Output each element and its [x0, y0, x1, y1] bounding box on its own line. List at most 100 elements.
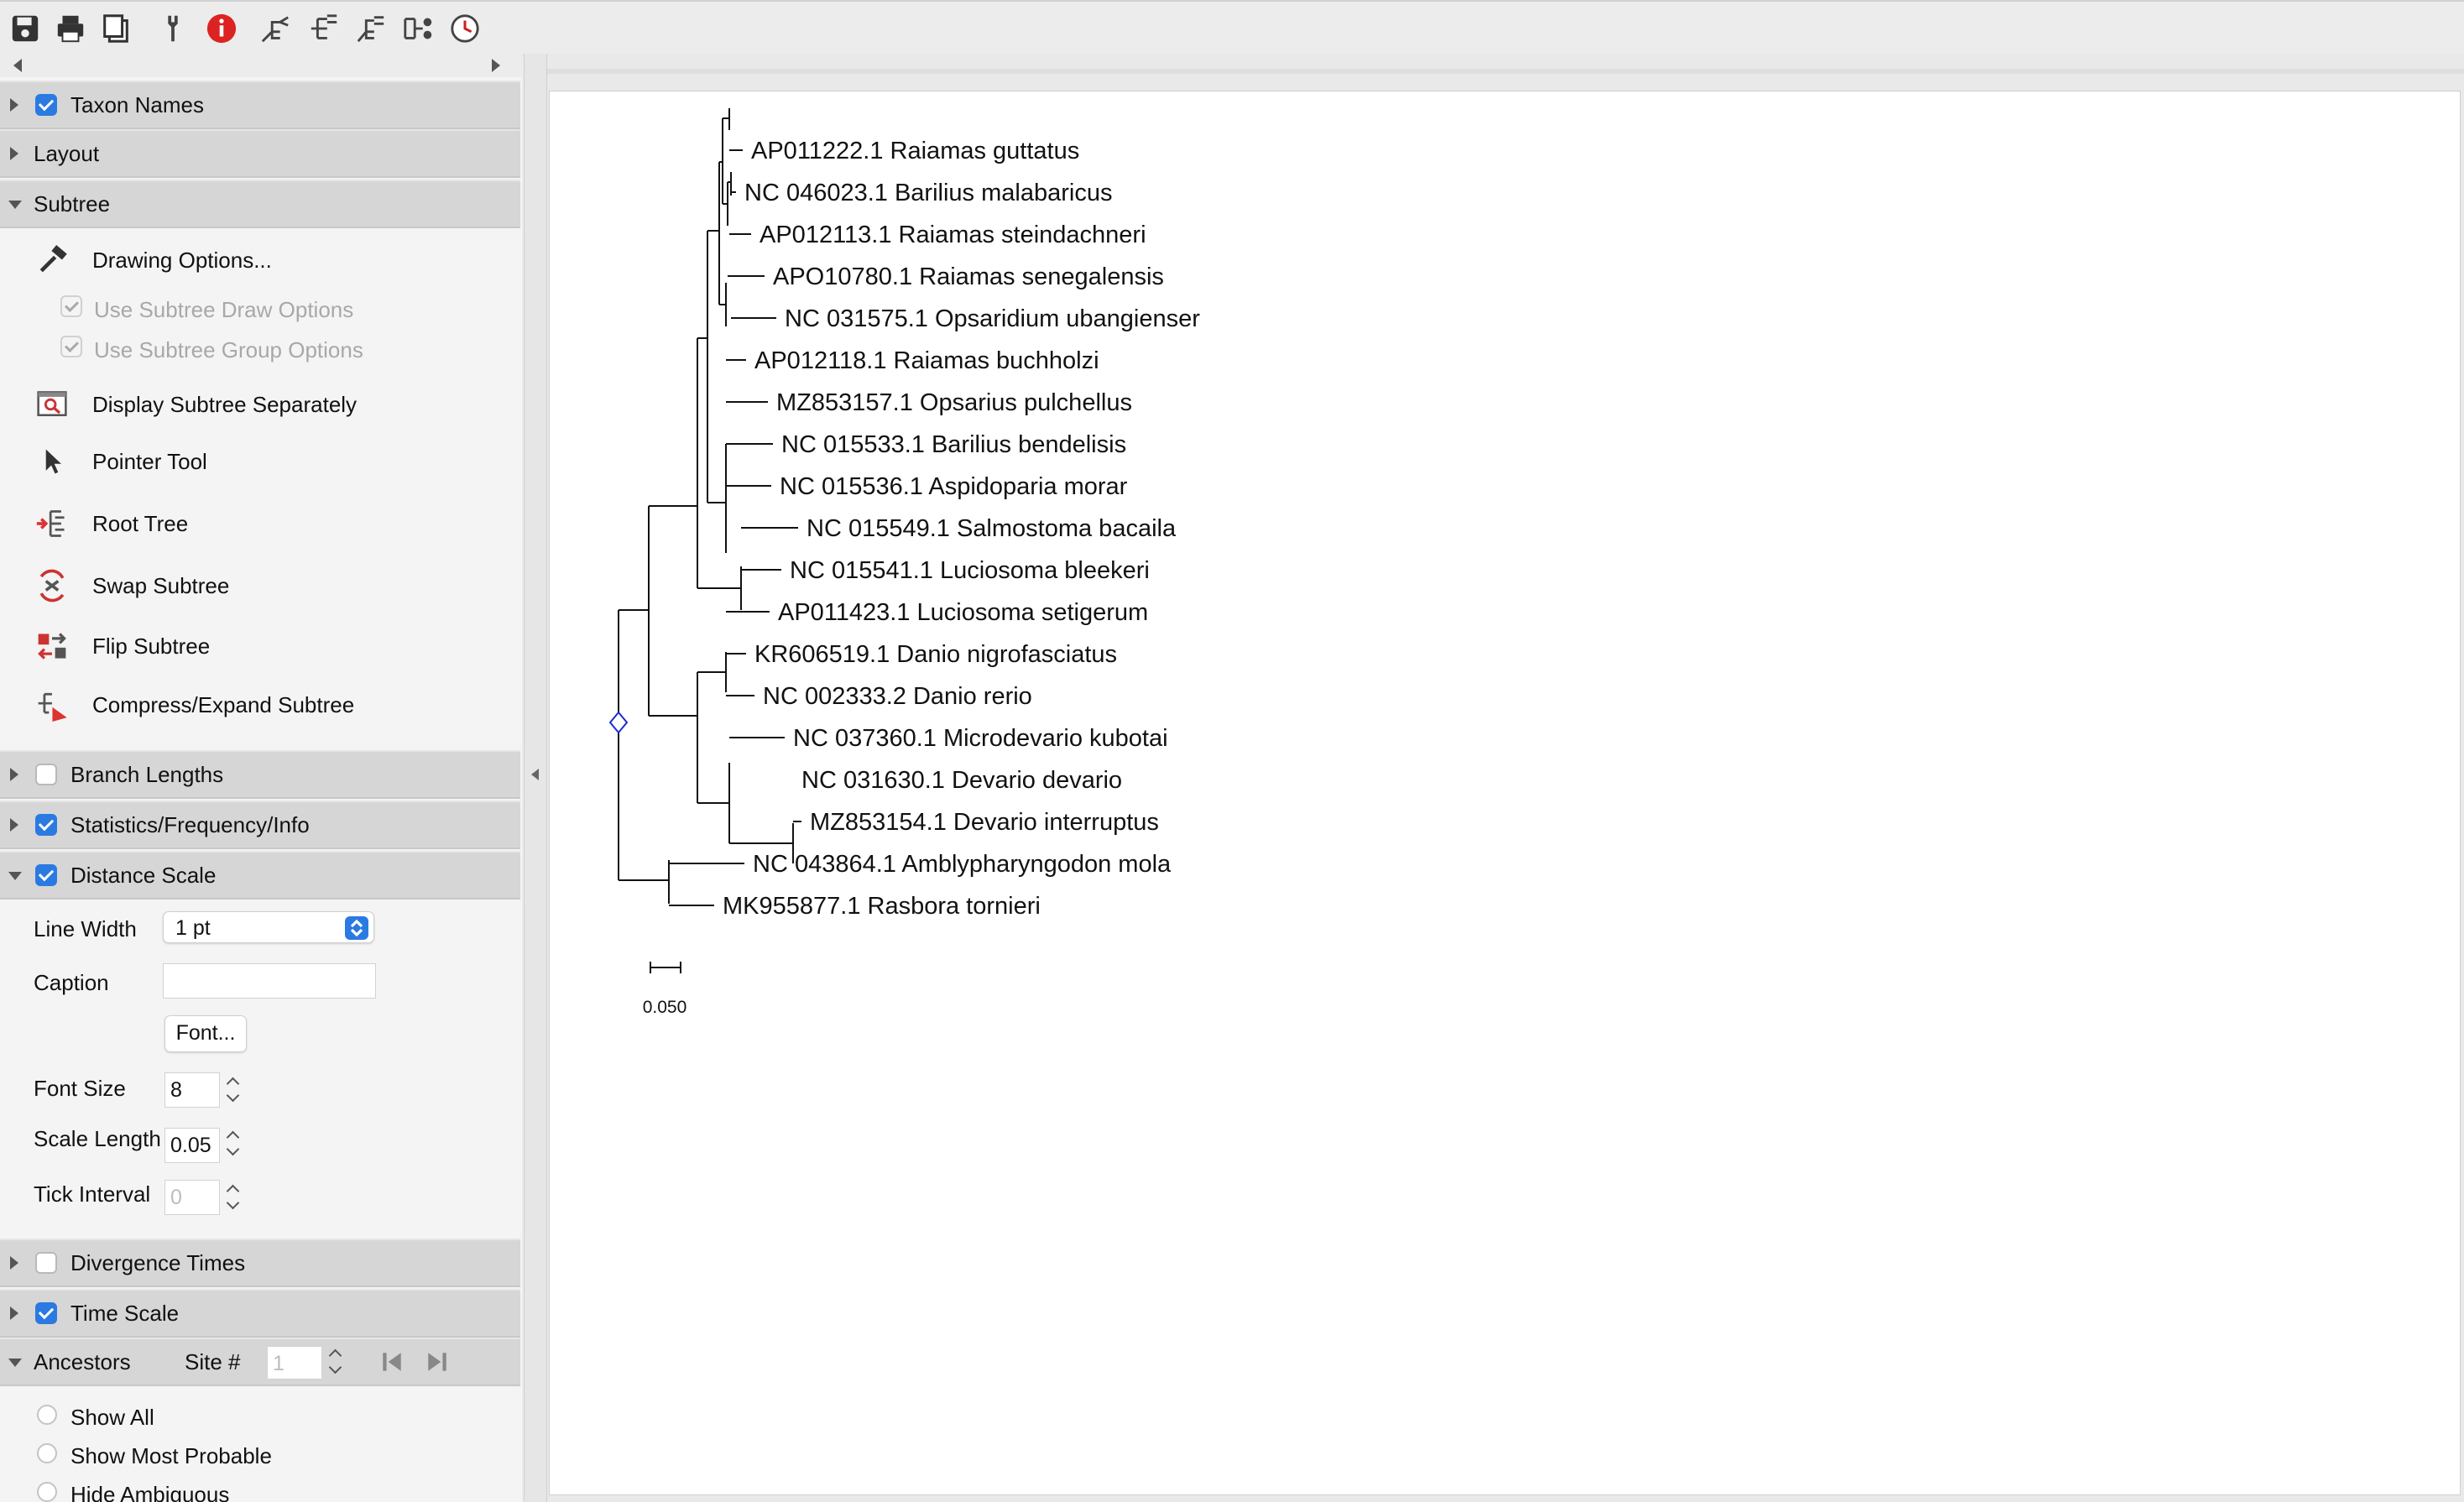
- use-subtree-draw-options-checkbox[interactable]: [60, 295, 82, 317]
- section-time-scale[interactable]: Time Scale: [0, 1289, 520, 1338]
- branch-clade-c[interactable]: [707, 162, 720, 305]
- branch-ingroup[interactable]: [619, 506, 650, 716]
- font-size-input[interactable]: 8: [164, 1072, 220, 1108]
- branch-clade-d[interactable]: [719, 118, 723, 204]
- taxon-label[interactable]: NC 046023.1 Barilius malabaricus: [744, 180, 1112, 206]
- scroll-left-icon[interactable]: [13, 59, 22, 72]
- taxon-names-checkbox[interactable]: [35, 94, 57, 116]
- tick-interval-input[interactable]: 0: [164, 1180, 220, 1215]
- taxon-label[interactable]: NC 015541.1 Luciosoma bleekeri: [790, 557, 1150, 584]
- show-all-radio[interactable]: [37, 1405, 57, 1425]
- disclosure-closed-icon[interactable]: [10, 147, 18, 160]
- taxon-label[interactable]: MZ853157.1 Opsarius pulchellus: [776, 389, 1132, 416]
- branch-clade-e[interactable]: [723, 108, 730, 130]
- disclosure-open-icon[interactable]: [8, 872, 22, 880]
- site-number-input[interactable]: 1: [267, 1346, 322, 1379]
- taxon-label[interactable]: NC 031575.1 Opsaridium ubangienser: [785, 305, 1200, 332]
- section-taxon-names[interactable]: Taxon Names: [0, 81, 520, 129]
- pointer-tool-item[interactable]: Pointer Tool: [34, 440, 207, 483]
- branch-clade-h[interactable]: [719, 283, 727, 326]
- disclosure-closed-icon[interactable]: [10, 1256, 18, 1270]
- taxon-label[interactable]: AP012113.1 Raiamas steindachneri: [760, 222, 1146, 248]
- copy-icon[interactable]: [99, 12, 133, 45]
- scroll-right-icon[interactable]: [492, 59, 500, 72]
- branch-clade-k[interactable]: [649, 672, 698, 803]
- phylogenetic-tree[interactable]: AP011222.1 Raiamas guttatus NC 046023.1 B…: [550, 91, 2460, 1494]
- tree-canvas[interactable]: AP011222.1 Raiamas guttatus NC 046023.1 B…: [549, 91, 2461, 1495]
- flip-subtree-item[interactable]: Flip Subtree: [34, 624, 210, 668]
- font-button[interactable]: Font...: [164, 1015, 247, 1052]
- section-layout[interactable]: Layout: [0, 129, 520, 178]
- branch-lengths-checkbox[interactable]: [35, 764, 57, 785]
- show-most-probable-radio[interactable]: [37, 1443, 57, 1463]
- taxon-label[interactable]: NC 002333.2 Danio rerio: [763, 683, 1032, 710]
- disclosure-open-icon[interactable]: [8, 201, 22, 209]
- next-site-icon[interactable]: [425, 1349, 450, 1380]
- taxon-label[interactable]: KR606519.1 Danio nigrofasciatus: [754, 641, 1117, 668]
- section-statistics[interactable]: Statistics/Frequency/Info: [0, 801, 520, 849]
- section-divergence-times[interactable]: Divergence Times: [0, 1239, 520, 1287]
- taxon-label[interactable]: NC 037360.1 Microdevario kubotai: [793, 725, 1168, 752]
- hide-ambiguous-radio[interactable]: [37, 1482, 57, 1502]
- display-subtree-separately-item[interactable]: Display Subtree Separately: [34, 383, 357, 426]
- tree-compress-icon[interactable]: [354, 12, 388, 45]
- info-icon[interactable]: [205, 12, 238, 45]
- disclosure-open-icon[interactable]: [8, 1359, 22, 1367]
- panel-splitter[interactable]: [524, 54, 547, 1502]
- line-width-select[interactable]: 1 pt: [163, 911, 374, 943]
- branch-clade-o[interactable]: [619, 860, 670, 904]
- scale-length-input[interactable]: 0.05: [164, 1128, 220, 1163]
- taxon-label[interactable]: APO10780.1 Raiamas senegalensis: [773, 263, 1164, 290]
- site-number-stepper[interactable]: [327, 1344, 344, 1379]
- disclosure-closed-icon[interactable]: [10, 818, 18, 832]
- disclosure-closed-icon[interactable]: [10, 1306, 18, 1320]
- taxon-label[interactable]: NC 015549.1 Salmostoma bacaila: [807, 515, 1177, 542]
- taxon-label[interactable]: AP012118.1 Raiamas buchholzi: [754, 347, 1099, 374]
- root-tree-item[interactable]: Root Tree: [34, 502, 188, 545]
- compress-expand-subtree-item[interactable]: Compress/Expand Subtree: [34, 683, 354, 727]
- taxon-label[interactable]: MZ853154.1 Devario interruptus: [810, 809, 1159, 836]
- disclosure-closed-icon[interactable]: [10, 98, 18, 112]
- drawing-options-item[interactable]: Drawing Options...: [34, 238, 272, 282]
- branch-clade-a[interactable]: [649, 338, 698, 588]
- tree-layout-icon[interactable]: [258, 12, 292, 45]
- previous-site-icon[interactable]: [379, 1349, 405, 1380]
- branch-clade-i[interactable]: [707, 444, 727, 553]
- swap-subtree-item[interactable]: Swap Subtree: [34, 564, 229, 608]
- taxon-label[interactable]: NC 015536.1 Aspidoparia morar: [780, 473, 1128, 500]
- tree-layout-alt-icon[interactable]: [307, 12, 341, 45]
- font-size-stepper[interactable]: [225, 1072, 242, 1108]
- taxon-label[interactable]: NC 031630.1 Devario devario: [801, 767, 1122, 794]
- save-icon[interactable]: [8, 12, 42, 45]
- root-marker[interactable]: [608, 711, 629, 734]
- taxon-label[interactable]: AP011222.1 Raiamas guttatus: [751, 138, 1079, 164]
- branch-clade-f[interactable]: [723, 182, 728, 226]
- collapse-panel-icon[interactable]: [531, 769, 539, 780]
- wrench-icon[interactable]: [156, 12, 190, 45]
- branch-clade-l[interactable]: [697, 652, 727, 692]
- branch-clade-n[interactable]: [729, 823, 794, 863]
- section-distance-scale[interactable]: Distance Scale: [0, 851, 520, 900]
- scale-length-stepper[interactable]: [225, 1126, 242, 1161]
- panel-horizontal-scrollbar[interactable]: [0, 54, 522, 77]
- caption-input[interactable]: [163, 963, 376, 999]
- taxon-label[interactable]: NC 043864.1 Amblypharyngodon mola: [753, 851, 1172, 878]
- tree-topology-icon[interactable]: [401, 12, 435, 45]
- branch-clade-b[interactable]: [697, 231, 708, 503]
- divergence-times-checkbox[interactable]: [35, 1252, 57, 1274]
- tick-interval-stepper[interactable]: [225, 1180, 242, 1215]
- statistics-checkbox[interactable]: [35, 814, 57, 836]
- section-subtree[interactable]: Subtree: [0, 180, 520, 228]
- time-scale-checkbox[interactable]: [35, 1302, 57, 1324]
- clock-icon[interactable]: [448, 12, 482, 45]
- branch-clade-j[interactable]: [697, 566, 742, 610]
- taxon-label[interactable]: MK955877.1 Rasbora tornieri: [723, 893, 1041, 920]
- taxon-label[interactable]: NC 015533.1 Barilius bendelisis: [781, 431, 1126, 458]
- use-subtree-group-options-checkbox[interactable]: [60, 336, 82, 357]
- taxon-label[interactable]: AP011423.1 Luciosoma setigerum: [778, 599, 1148, 626]
- section-branch-lengths[interactable]: Branch Lengths: [0, 750, 520, 799]
- branch-clade-m[interactable]: [697, 763, 730, 843]
- print-icon[interactable]: [54, 12, 87, 45]
- section-ancestors[interactable]: Ancestors Site # 1: [0, 1338, 520, 1386]
- disclosure-closed-icon[interactable]: [10, 768, 18, 781]
